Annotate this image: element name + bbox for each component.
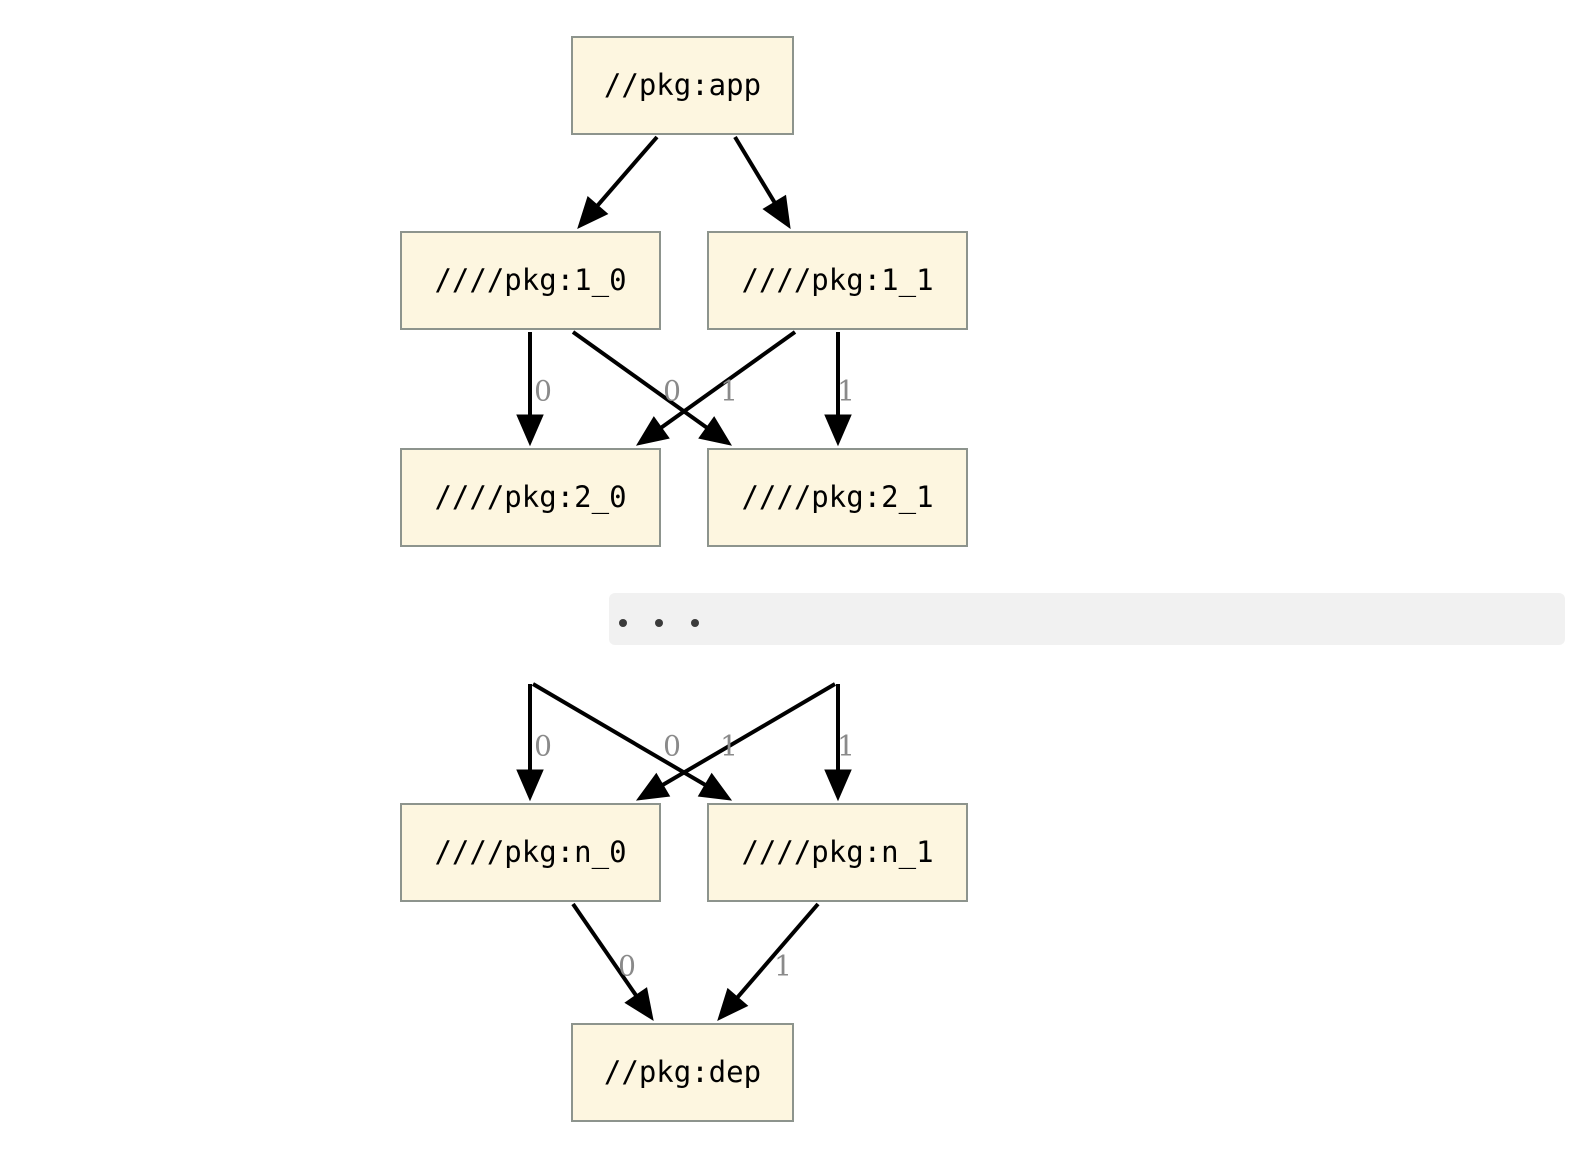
edge-label-e-n_1-dep: 1 [774,950,792,983]
arrowhead-icon [698,416,733,446]
edge-e-n_0-dep [571,902,642,1002]
edges-group [516,135,852,1022]
arrowhead-icon [635,416,670,446]
node-label: ////pkg:2_0 [434,480,627,514]
node-nn_0[interactable]: ////pkg:n_0 [400,803,661,902]
arrowhead-icon [635,772,671,801]
node-label: ////pkg:n_1 [741,835,934,869]
arrowhead-icon [824,769,852,802]
edge-label-e-x-n_0: 0 [534,730,552,763]
edge-label-e-y-n_0: 1 [720,730,738,763]
node-label: ////pkg:1_1 [741,263,934,297]
edge-e-1_0-2_1 [571,330,713,433]
ellipsis-band [609,593,1565,645]
ellipsis-dots [619,619,699,627]
node-app[interactable]: //pkg:app [571,36,794,135]
edge-label-e-1_1-2_0: 1 [720,375,738,408]
edge-e-n_1-dep [732,902,820,1004]
node-n1_1[interactable]: ////pkg:1_1 [707,231,968,330]
node-label: ////pkg:2_1 [741,480,934,514]
edge-e-1_1-2_0 [655,330,797,433]
edge-e-y-n_0 [656,682,837,790]
edge-label-e-1_0-2_0: 0 [534,375,552,408]
node-n2_1[interactable]: ////pkg:2_1 [707,448,968,547]
edge-label-e-1_1-2_1: 1 [837,375,855,408]
edge-e-app-1_1 [733,135,780,209]
edge-e-app-1_0 [592,135,659,212]
arrowhead-icon [762,194,791,230]
arrowhead-icon [516,769,544,802]
arrowhead-icon [697,772,733,801]
node-label: //pkg:app [603,68,762,102]
edge-e-x-n_1 [531,682,712,790]
arrowhead-icon [624,987,654,1022]
ellipsis-dot-1 [619,619,627,627]
node-dep[interactable]: //pkg:dep [571,1023,794,1122]
ellipsis-dot-3 [691,619,699,627]
edge-label-e-y-n_1: 1 [837,730,855,763]
node-label: ////pkg:1_0 [434,263,627,297]
edge-label-e-x-n_1: 0 [663,730,681,763]
arrowhead-icon [824,414,852,447]
node-label: ////pkg:n_0 [434,835,627,869]
edge-labels-group: 0 0 1 1 0 0 1 1 0 1 [534,375,855,983]
ellipsis-dot-2 [655,619,663,627]
node-n2_0[interactable]: ////pkg:2_0 [400,448,661,547]
node-label: //pkg:dep [603,1055,762,1089]
node-n1_0[interactable]: ////pkg:1_0 [400,231,661,330]
arrowhead-icon [577,195,609,229]
edge-label-e-1_0-2_1: 0 [663,375,681,408]
node-nn_1[interactable]: ////pkg:n_1 [707,803,968,902]
arrowhead-icon [717,987,749,1021]
arrowhead-icon [516,414,544,447]
edge-label-e-n_0-dep: 0 [618,950,636,983]
